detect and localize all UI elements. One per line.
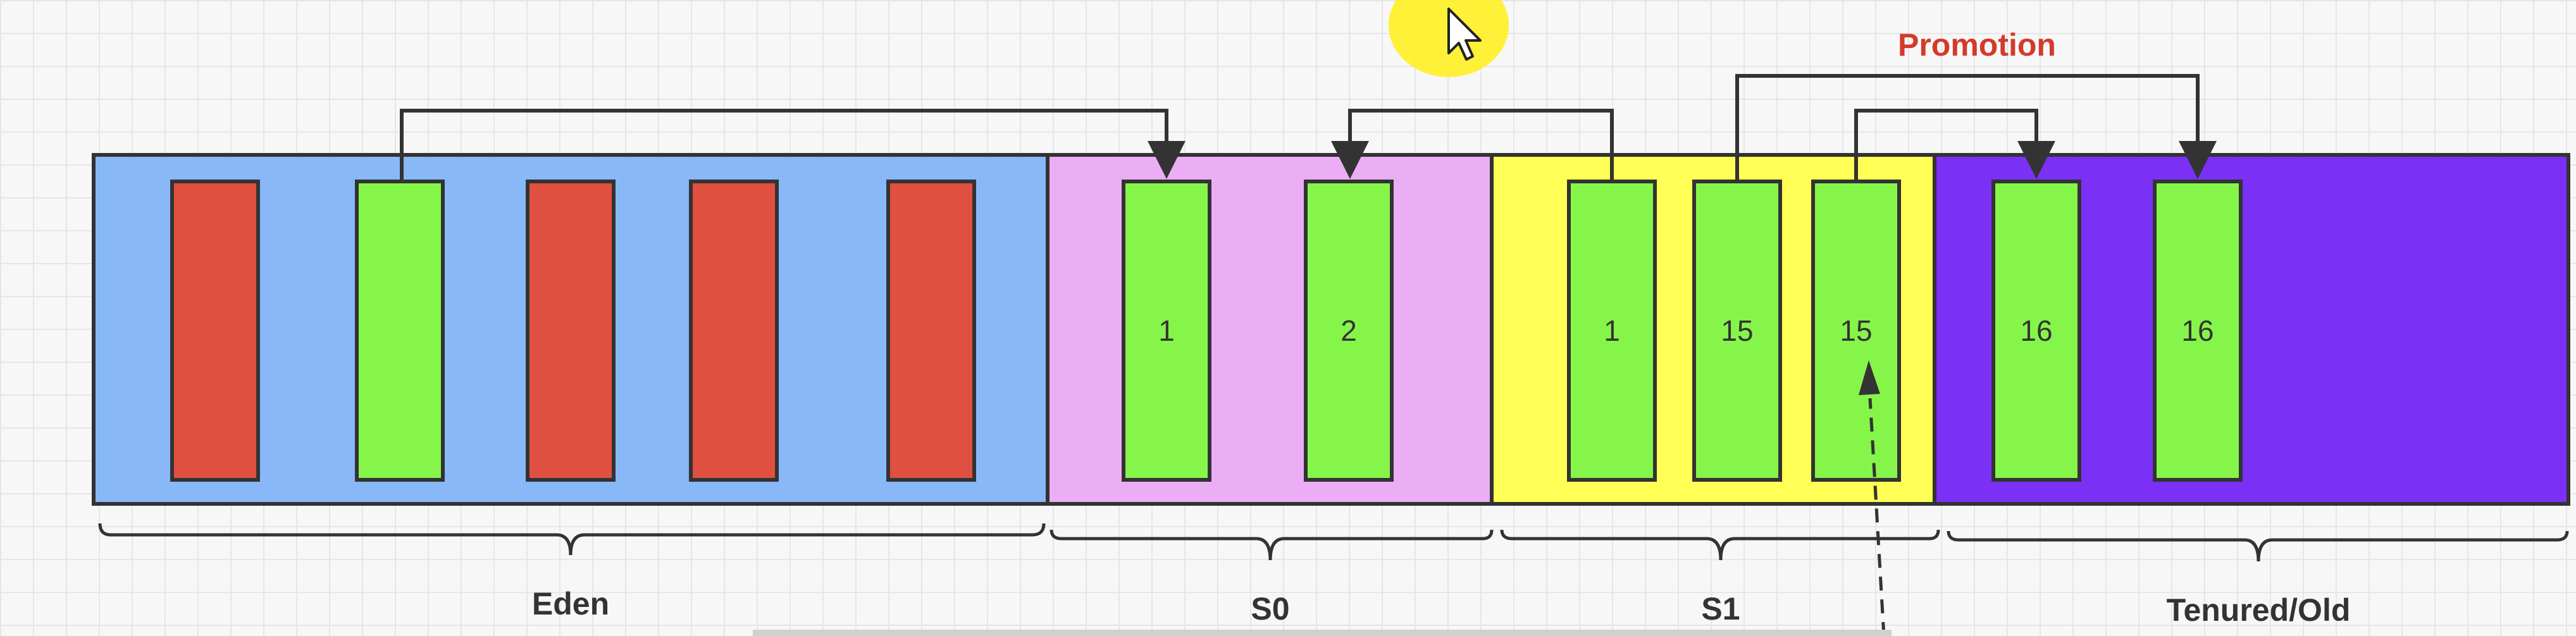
tenured-label: Tenured/Old <box>2167 592 2351 628</box>
object-age-label: 15 <box>1721 314 1753 347</box>
live-object-tenured <box>2153 180 2243 482</box>
s1-brace <box>1500 529 1940 561</box>
s0-region <box>1046 153 1494 506</box>
live-object-s1 <box>1567 180 1657 482</box>
live-object-s0 <box>1122 180 1211 482</box>
objects-layer: 1 2 1 15 15 16 16 <box>170 180 2243 482</box>
garbage-object-eden <box>886 180 976 482</box>
cursor-highlight <box>1389 0 1509 77</box>
garbage-object-eden <box>170 180 260 482</box>
promotion-label: Promotion <box>1898 27 2056 63</box>
live-object-tenured <box>1991 180 2081 482</box>
live-object-s1 <box>1811 180 1901 482</box>
copy-arrows <box>400 74 2217 180</box>
s0-label: S0 <box>1251 591 1289 627</box>
mouse-pointer-icon <box>1447 8 1482 61</box>
live-object-eden <box>355 180 445 482</box>
live-object-s1 <box>1692 180 1782 482</box>
eden-brace <box>98 523 1046 556</box>
arrow-s1-to-tenured-outer <box>1735 74 2217 180</box>
garbage-object-eden <box>526 180 616 482</box>
arrow-s1-to-s0 <box>1331 109 1614 180</box>
object-age-label: 15 <box>1840 314 1872 347</box>
garbage-object-eden <box>689 180 779 482</box>
object-age-label: 1 <box>1158 314 1175 347</box>
tenured-brace <box>1947 530 2569 562</box>
object-age-label: 16 <box>2181 314 2214 347</box>
s0-brace <box>1050 529 1494 561</box>
dashed-pointer-arrow <box>1859 360 1886 636</box>
object-age-label: 16 <box>2020 314 2052 347</box>
arrow-eden-to-s0 <box>400 109 1186 180</box>
object-age-label: 2 <box>1341 314 1357 347</box>
bottom-scrollbar[interactable] <box>753 630 1892 636</box>
braces <box>98 523 2569 562</box>
live-object-s0 <box>1304 180 1394 482</box>
object-age-label: 1 <box>1604 314 1620 347</box>
arrow-s1-to-tenured-inner <box>1854 109 2055 180</box>
eden-label: Eden <box>532 586 609 621</box>
s1-label: S1 <box>1701 591 1740 627</box>
